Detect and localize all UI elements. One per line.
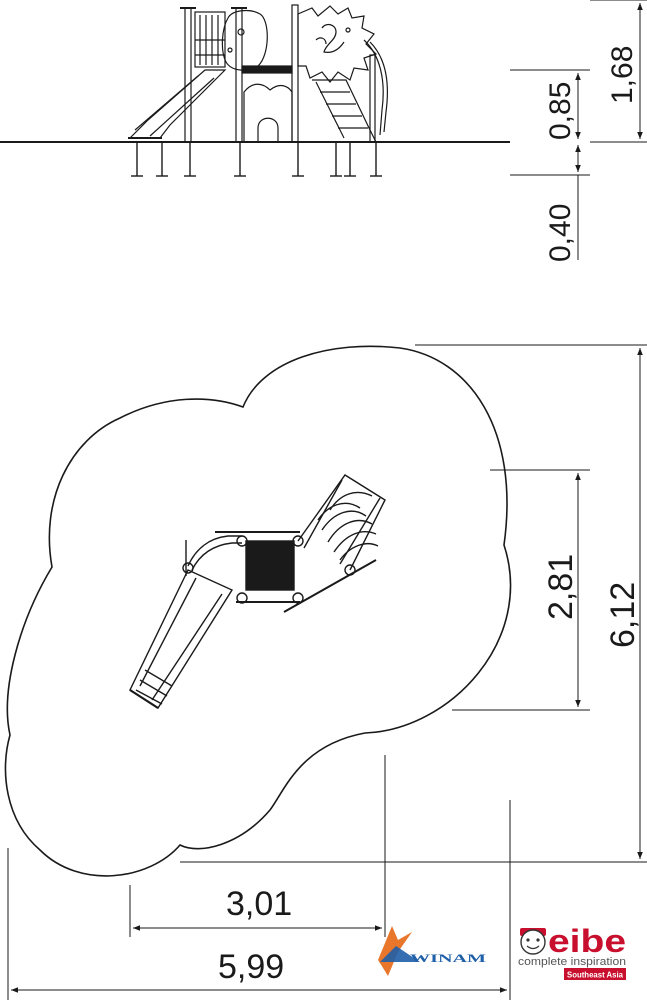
winam-logo: WINAM bbox=[378, 926, 486, 976]
foundation-posts bbox=[131, 142, 382, 177]
plan-dimensions bbox=[7, 344, 647, 1000]
eibe-tagline: complete inspiration bbox=[518, 956, 626, 968]
eibe-face-icon bbox=[520, 928, 546, 955]
dim-equipment-depth: 2,81 bbox=[542, 554, 580, 620]
plan-equipment bbox=[129, 474, 386, 709]
eibe-region-badge bbox=[564, 968, 626, 980]
elevation-tower bbox=[180, 4, 376, 143]
elevation-view bbox=[0, 4, 510, 177]
plan-view bbox=[4, 345, 512, 877]
dim-foundation-depth: 0,40 bbox=[544, 204, 577, 262]
plan-platform-deck bbox=[245, 540, 295, 591]
elevation-dimensions bbox=[510, 0, 647, 260]
eibe-region: Southeast Asia bbox=[567, 970, 623, 980]
dim-total-height: 1,68 bbox=[606, 46, 639, 104]
elevation-slide bbox=[128, 69, 227, 139]
elevation-ladder bbox=[312, 39, 389, 143]
eibe-logo: eibe complete inspiration Southeast Asia bbox=[518, 923, 626, 980]
dim-platform-height: 0,85 bbox=[544, 82, 577, 140]
elevation-sun-panel bbox=[297, 5, 378, 83]
plan-slide bbox=[129, 569, 234, 709]
dim-total-depth: 6,12 bbox=[604, 582, 642, 648]
eibe-wordmark: eibe bbox=[548, 923, 626, 959]
dim-total-width: 5,99 bbox=[218, 948, 284, 986]
dim-equipment-width: 3,01 bbox=[226, 885, 292, 923]
winam-wordmark: WINAM bbox=[410, 951, 486, 965]
plan-climbing-arch bbox=[297, 474, 386, 571]
safety-zone-outline bbox=[4, 345, 512, 877]
